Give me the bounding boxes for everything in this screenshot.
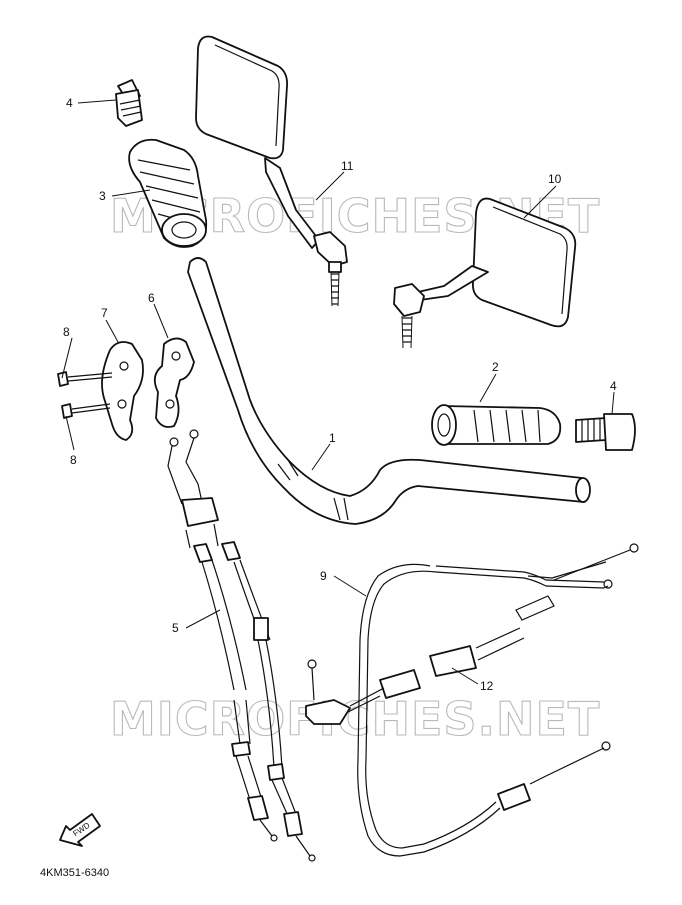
callout-8-lower: 8 bbox=[70, 453, 77, 467]
callout-11: 11 bbox=[341, 159, 354, 173]
callout-9: 9 bbox=[320, 569, 327, 583]
callout-7: 7 bbox=[101, 306, 108, 320]
callout-3: 3 bbox=[99, 189, 106, 203]
mirror-right bbox=[393, 197, 577, 349]
mirror-left bbox=[195, 35, 348, 307]
callouts: 4 3 11 10 2 4 1 6 7 8 8 5 9 12 bbox=[63, 96, 617, 693]
callout-4-right: 4 bbox=[610, 379, 617, 393]
watermark-bottom: MICROFICHES.NET bbox=[110, 692, 600, 746]
callout-10: 10 bbox=[548, 172, 562, 186]
callout-6: 6 bbox=[148, 291, 155, 305]
bar-end-weight-upper bbox=[115, 79, 143, 127]
left-grip bbox=[431, 404, 562, 446]
callout-1: 1 bbox=[329, 431, 336, 445]
callout-2: 2 bbox=[492, 360, 499, 374]
handlebar bbox=[187, 257, 591, 525]
callout-5: 5 bbox=[172, 621, 179, 635]
adjuster-cable bbox=[305, 595, 555, 725]
clutch-cable bbox=[357, 543, 639, 857]
throttle-grip bbox=[128, 138, 208, 248]
screws bbox=[57, 371, 113, 419]
holder-upper bbox=[101, 341, 144, 441]
holder-lower bbox=[153, 337, 195, 428]
callout-4-upper: 4 bbox=[66, 96, 73, 110]
diagram-code: 4KM351-6340 bbox=[40, 867, 109, 879]
callout-12: 12 bbox=[480, 679, 494, 693]
leader-lines bbox=[61, 99, 615, 685]
bar-end-weight-right bbox=[575, 413, 636, 451]
throttle-cables bbox=[167, 429, 316, 862]
callout-8-upper: 8 bbox=[63, 325, 70, 339]
fwd-arrow: FWD bbox=[59, 813, 101, 847]
